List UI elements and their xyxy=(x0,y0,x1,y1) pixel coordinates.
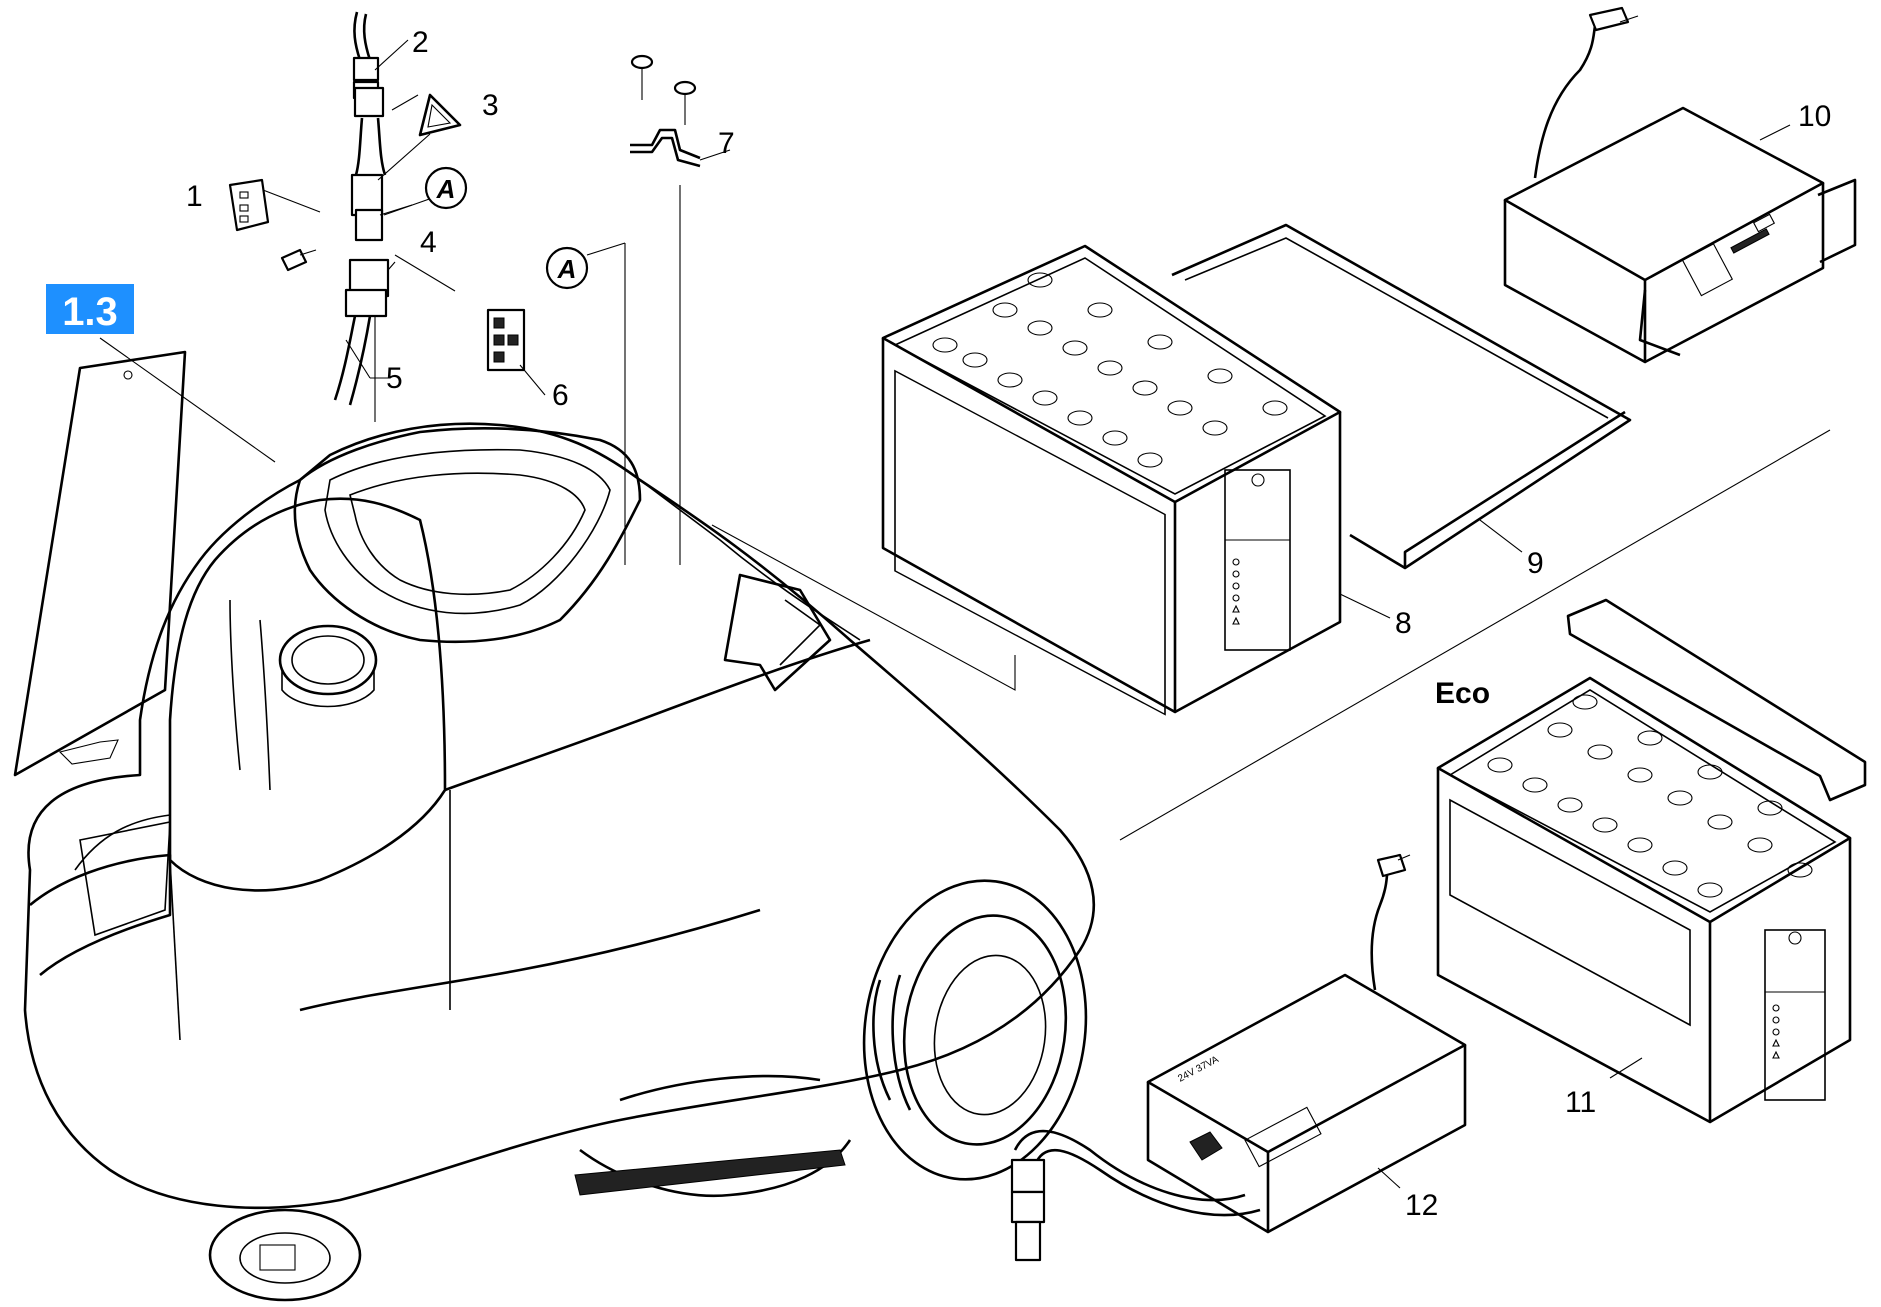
part-10-battery-charger xyxy=(1503,6,1857,364)
cover-panel xyxy=(13,337,276,777)
callout-a-upper-label: A xyxy=(436,174,456,204)
callout-a-lower-label: A xyxy=(557,254,577,284)
section-badge: 1.3 xyxy=(46,284,134,334)
divider-line xyxy=(1119,429,1831,841)
part-number-8: 8 xyxy=(1395,607,1412,640)
part-number-3: 3 xyxy=(482,89,499,122)
callout-a-lower: A xyxy=(545,242,626,290)
part-number-2: 2 xyxy=(412,26,429,59)
eco-label: Eco xyxy=(1435,677,1490,710)
part-number-7: 7 xyxy=(718,127,735,160)
part-7-bracket-with-screws xyxy=(630,54,731,168)
scrubber-machine-body xyxy=(23,422,1096,1302)
part-number-11: 11 xyxy=(1565,1086,1596,1119)
part-number-labels: 1 2 3 4 5 6 7 8 9 10 11 12 xyxy=(186,26,1831,1222)
charger-small-text: 24V 37VA xyxy=(1176,1054,1221,1085)
part-number-1: 1 xyxy=(186,180,203,213)
part-number-12: 12 xyxy=(1405,1189,1438,1222)
section-badge-bg xyxy=(46,284,134,334)
part-number-10: 10 xyxy=(1798,100,1831,133)
part-number-6: 6 xyxy=(552,379,569,412)
part-1-connector-block xyxy=(228,178,321,232)
part-11-eco-battery xyxy=(1436,598,1867,1124)
part-number-4: 4 xyxy=(420,226,437,259)
part-6-plug-connector xyxy=(486,308,546,396)
part-number-9: 9 xyxy=(1527,547,1544,580)
part-9-battery-tray xyxy=(1171,223,1632,570)
cable-harness xyxy=(280,11,462,406)
section-badge-label: 1.3 xyxy=(62,290,118,334)
part-number-5: 5 xyxy=(386,362,403,395)
part-8-battery xyxy=(881,244,1391,716)
callout-a-upper: A xyxy=(424,166,468,210)
part-12-compact-charger: 24V 37VA xyxy=(1010,853,1467,1262)
